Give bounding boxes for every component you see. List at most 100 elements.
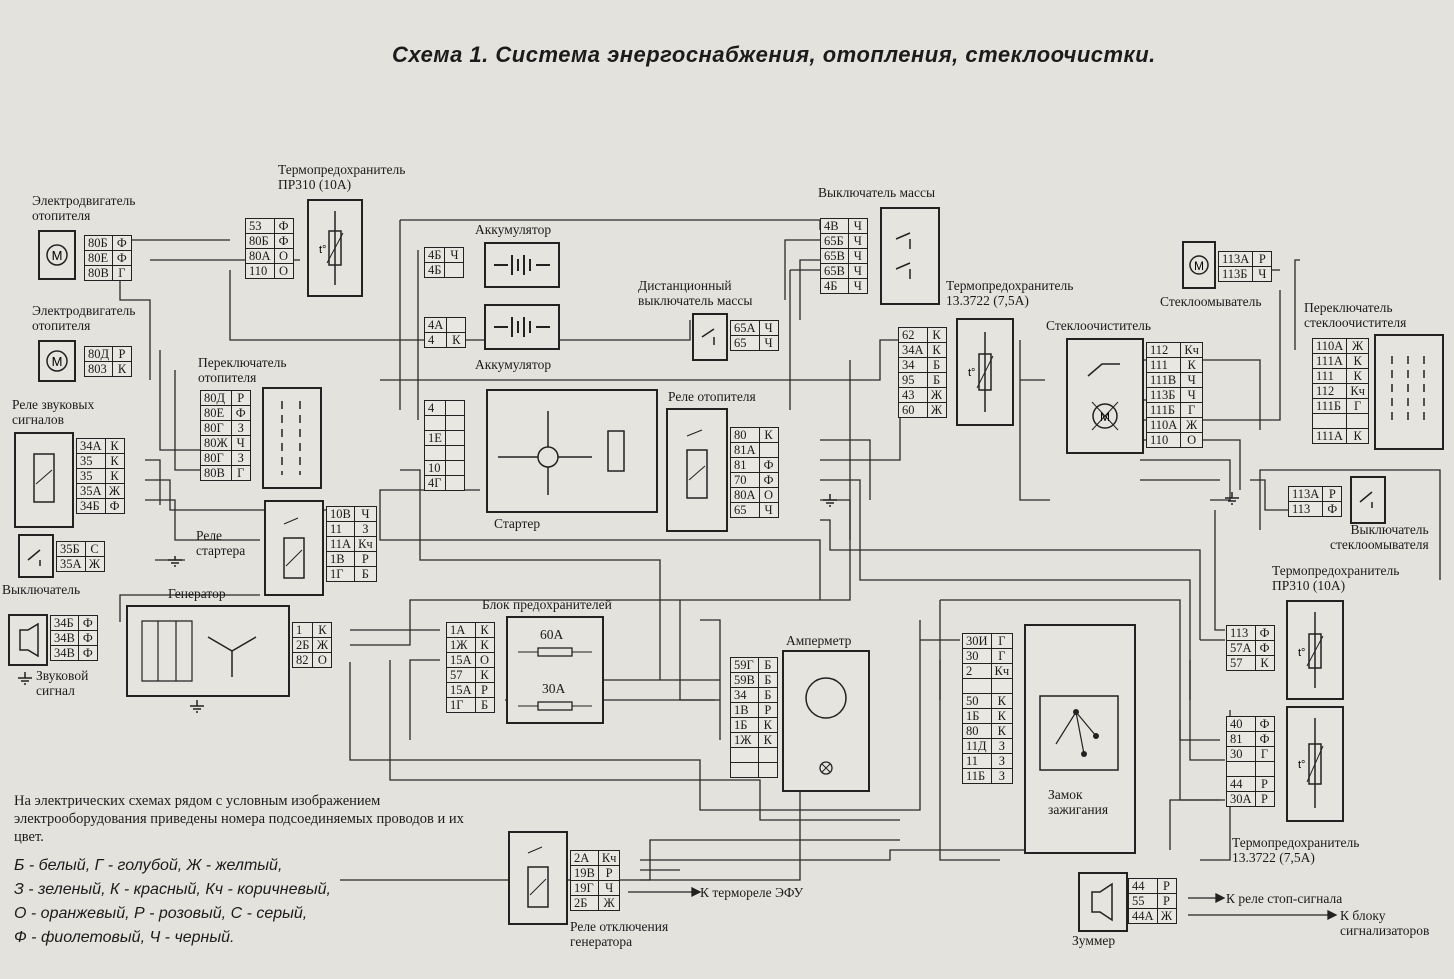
heater-switch-label: Переключатель отопителя [198,355,287,385]
wire-number: 65В [820,248,849,264]
washer-label: Стеклоомыватель [1160,294,1262,309]
wire-number: 35 [76,468,106,484]
wire-color-code: Ф [758,472,779,488]
gen-off-relay-label: Реле отключения генератора [570,919,669,949]
generator-label: Генератор [168,586,226,601]
wire-color-code: Ж [104,483,125,499]
horn-label: Звуковой сигнал [36,668,89,698]
wire-color-code [444,415,465,431]
svg-text:M: M [52,248,63,263]
legend-line-2: З - зеленый, К - красный, Кч - коричневы… [14,881,331,898]
wire-color-code [757,762,778,778]
wire-color-code: Р [757,702,778,718]
wire-color-code: К [757,717,778,733]
svg-text:t°: t° [1298,759,1305,771]
wire-number: 111Б [1311,398,1348,414]
wire-color-code [444,475,465,491]
wire-color-code: З [230,420,251,436]
connector-pin-row: 4Б [423,262,465,278]
svg-text:M: M [52,354,63,369]
wire-color-code: Ф [1254,625,1275,641]
wire-number: 111А [1311,428,1348,444]
thermo-fuse-1-icon: t° [307,199,363,297]
wire-color-code: Ч [847,263,868,279]
wire-color-code [757,747,778,763]
wire-number: 113 [1226,625,1256,641]
wire-color-code: Ф [77,645,98,661]
wire-color-code: Ч [758,502,779,518]
wire-number: 80Е [84,250,113,266]
wire-number: 34А [76,438,106,454]
wire-number: 34А [898,342,928,358]
mass-switch-icon [880,207,940,305]
to-signal-block-label: К блоку сигнализаторов [1340,908,1430,938]
wire-color-code: Ч [444,247,465,263]
wire-number: 95 [898,372,928,388]
wire-color-code: Ф [230,405,251,421]
wire-number: 11А [325,536,356,552]
fuse-block-label: Блок предохранителей [482,597,612,612]
connector-pin-row [424,415,465,431]
buzzer-label: Зуммер [1072,933,1116,948]
wire-color-code [444,445,465,461]
wire-number: 1Г [446,697,476,713]
wire-number: 4Б [423,247,446,263]
legend-line-1: Б - белый, Г - голубой, Ж - желтый, [14,857,283,874]
fuse-30a-label: 30А [542,681,566,696]
wire-number: 80Ж [200,435,232,451]
wire-number: 57А [1226,640,1256,656]
wire-number: 111А [1311,353,1348,369]
wire-number: 35А [56,556,86,572]
wire-color-code: Ч [847,278,868,294]
wire-number: 80В [200,465,232,481]
wiper-switch-icon [1374,334,1444,450]
wire-number: 4Б [423,262,446,278]
wire-number: 4 [424,400,446,416]
wire-color-code: Р [230,390,251,406]
wire-color-code: Кч [1180,342,1203,358]
wire-number: 2 [962,663,992,679]
wire-color-code: О [273,263,294,279]
wire-number: 59В [730,672,759,688]
to-stop-signal-label: К реле стоп-сигнала [1226,891,1343,906]
wire-number: 1Б [730,717,759,733]
wire-color-code: Ф [1254,731,1275,747]
connector-pin-row: 4Г [424,475,465,491]
wire-color-code: К [990,708,1014,724]
wire-number: 1Е [424,430,446,446]
wire-number: 113Б [1145,387,1182,403]
buzzer-icon [1078,872,1128,932]
